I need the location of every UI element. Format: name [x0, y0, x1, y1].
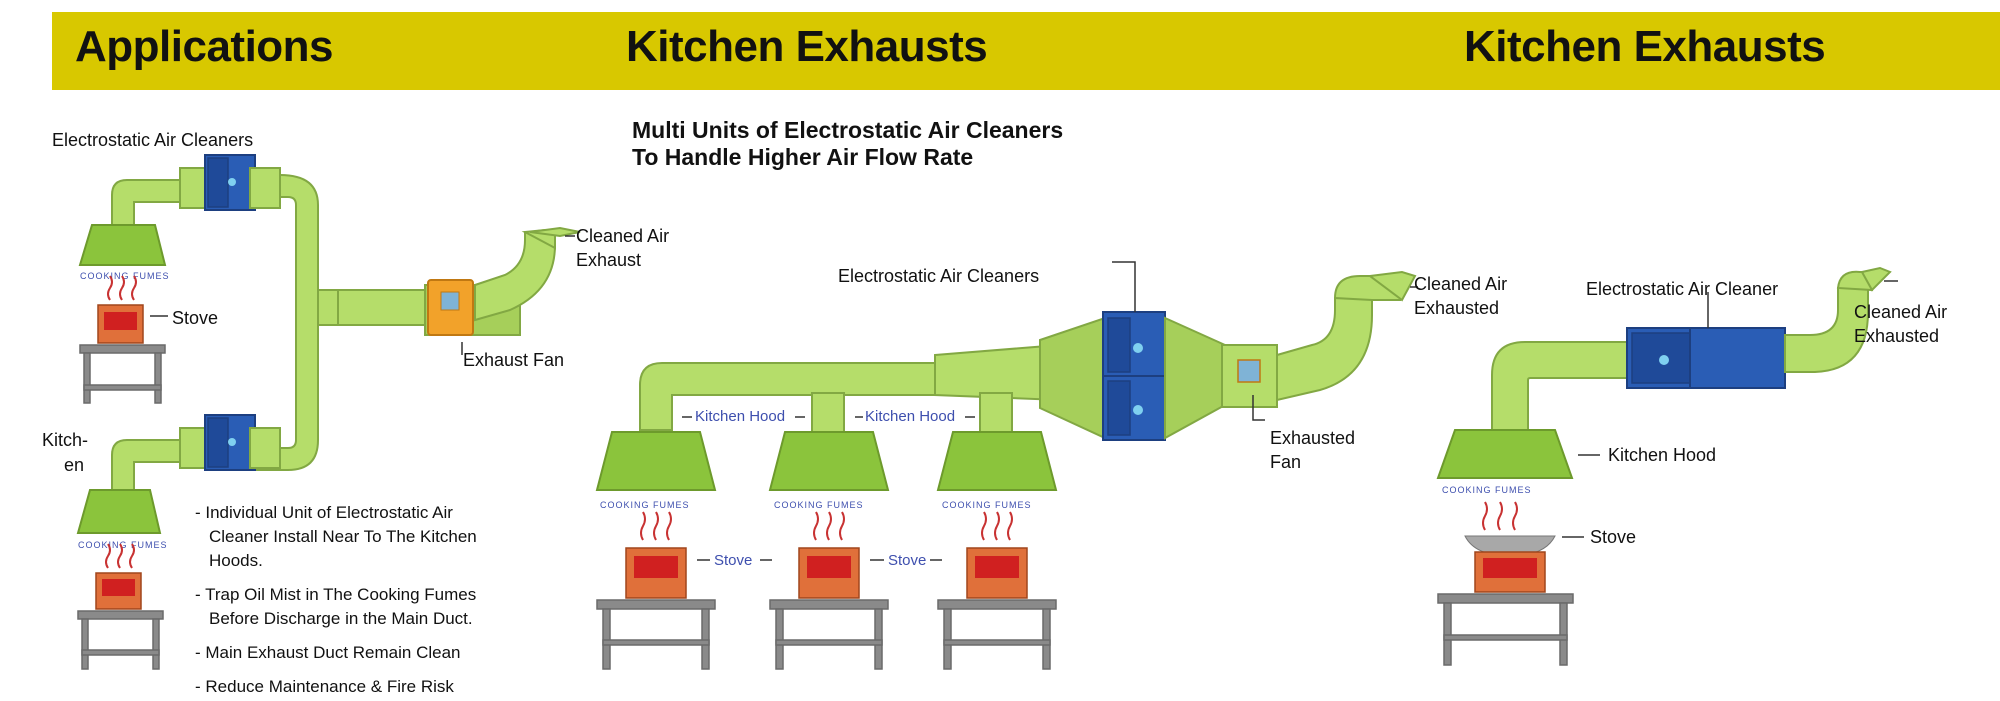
svg-text:COOKING FUMES: COOKING FUMES: [942, 500, 1032, 510]
kitchen-hood-icon-1a: [78, 224, 167, 266]
header-banner: [52, 12, 2000, 90]
d2-exhausted-fan-line1: Exhausted: [1270, 428, 1356, 448]
svg-text:Kitchen Hood: Kitchen Hood: [695, 408, 785, 425]
kitchen-exhausts-title-2: Kitchen Exhausts: [1464, 22, 1826, 71]
d1-bullet-1-cont: Cleaner Install Near To The Kitchen: [209, 527, 477, 546]
svg-text:COOKING FUMES: COOKING FUMES: [600, 500, 690, 510]
svg-text:COOKING FUMES: COOKING FUMES: [774, 500, 864, 510]
d1-cleaned-air-line1: Cleaned Air: [576, 226, 670, 246]
diagram-1-individual-units: COOKING FUMES COOKING FUMES: [76, 154, 581, 670]
d1-bullet-4: - Reduce Maintenance & Fire Risk: [195, 677, 454, 696]
d3-cleaned-air-line1: Cleaned Air: [1854, 302, 1948, 322]
d1-kitchen-label-line1: Kitch-: [42, 430, 89, 450]
d3-cleaned-air-line2: Exhausted: [1854, 326, 1940, 346]
diagram-2-multi-units: COOKING FUMES COOKING FUMES COOKING FUME…: [595, 261, 1418, 670]
d2-exhausted-fan-line2: Fan: [1270, 452, 1302, 472]
svg-text:Kitchen Hood: Kitchen Hood: [865, 408, 955, 425]
d1-bullet-1-cont2: Hoods.: [209, 551, 263, 570]
d1-bullet-3: - Main Exhaust Duct Remain Clean: [195, 643, 461, 662]
svg-text:COOKING FUMES: COOKING FUMES: [80, 271, 170, 281]
d2-cleaned-air-line1: Cleaned Air: [1414, 274, 1508, 294]
d3-eac-label: Electrostatic Air Cleaner: [1586, 279, 1779, 299]
d3-stove-label: Stove: [1590, 527, 1637, 547]
d2-subtitle-line2: To Handle Higher Air Flow Rate: [632, 144, 974, 170]
svg-text:COOKING FUMES: COOKING FUMES: [1442, 485, 1532, 495]
d1-bullet-1: - Individual Unit of Electrostatic Air: [195, 503, 453, 522]
exhausted-fan-icon: [1237, 359, 1261, 383]
svg-text:COOKING FUMES: COOKING FUMES: [78, 540, 168, 550]
d1-bullet-2-cont: Before Discharge in the Main Duct.: [209, 609, 473, 628]
d1-stove-label: Stove: [172, 308, 219, 328]
d2-eac-label: Electrostatic Air Cleaners: [838, 266, 1040, 286]
d1-cleaned-air-line2: Exhaust: [576, 250, 642, 270]
d1-exhaust-fan-label: Exhaust Fan: [463, 350, 565, 370]
d2-subtitle-line1: Multi Units of Electrostatic Air Cleaner…: [632, 117, 1064, 143]
kitchen-hood-group-2: [595, 431, 1058, 491]
svg-text:Stove: Stove: [714, 552, 752, 569]
d1-eac-label: Electrostatic Air Cleaners: [52, 130, 254, 150]
svg-text:Stove: Stove: [888, 552, 926, 569]
d2-cleaned-air-line2: Exhausted: [1414, 298, 1500, 318]
applications-title: Applications: [75, 22, 334, 71]
d3-kitchen-hood-label: Kitchen Hood: [1608, 445, 1717, 465]
d1-kitchen-label-line2: en: [64, 455, 85, 475]
diagram-3-single-unit: COOKING FUMES: [1436, 266, 1898, 666]
kitchen-exhausts-title-1: Kitchen Exhausts: [626, 22, 988, 71]
kitchen-hood-icon-1b: [76, 489, 162, 534]
d1-bullet-2: - Trap Oil Mist in The Cooking Fumes: [195, 585, 477, 604]
kitchen-hood-icon-3: [1436, 429, 1574, 479]
stove-group-2: [625, 547, 1028, 599]
